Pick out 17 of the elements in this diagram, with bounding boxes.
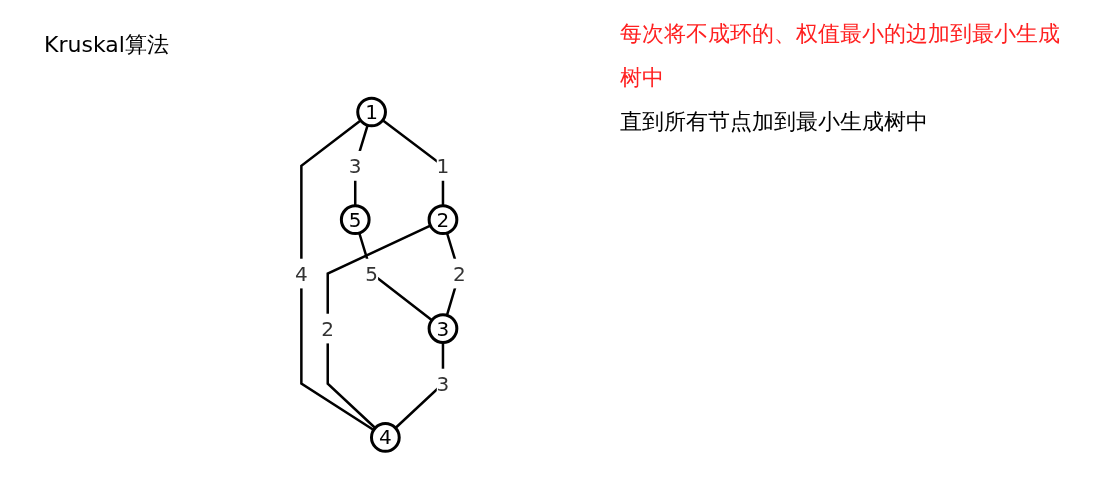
edge-label: 3 xyxy=(348,154,362,179)
connector xyxy=(357,232,433,322)
edge-label: 3 xyxy=(436,371,449,396)
note-text: 直到所有节点加到最小生成树中 xyxy=(620,108,929,136)
edge-label: 5 xyxy=(364,261,378,286)
edge-label: 2 xyxy=(321,316,334,341)
edge-label: 1 xyxy=(436,154,449,179)
node-circle: 1 xyxy=(355,96,387,128)
edge-label: 2 xyxy=(452,261,466,286)
note-text: 每次将不成环的、权值最小的边加到最小生成树中 xyxy=(620,20,1061,92)
node-circle: 5 xyxy=(339,204,371,236)
node-circle: 4 xyxy=(369,422,401,454)
connector xyxy=(326,224,431,430)
node-circle: 2 xyxy=(427,204,458,236)
edge-label: 4 xyxy=(294,261,308,286)
node-circle: 3 xyxy=(427,313,458,345)
diagram-title: Kruskal算法 xyxy=(44,31,169,59)
